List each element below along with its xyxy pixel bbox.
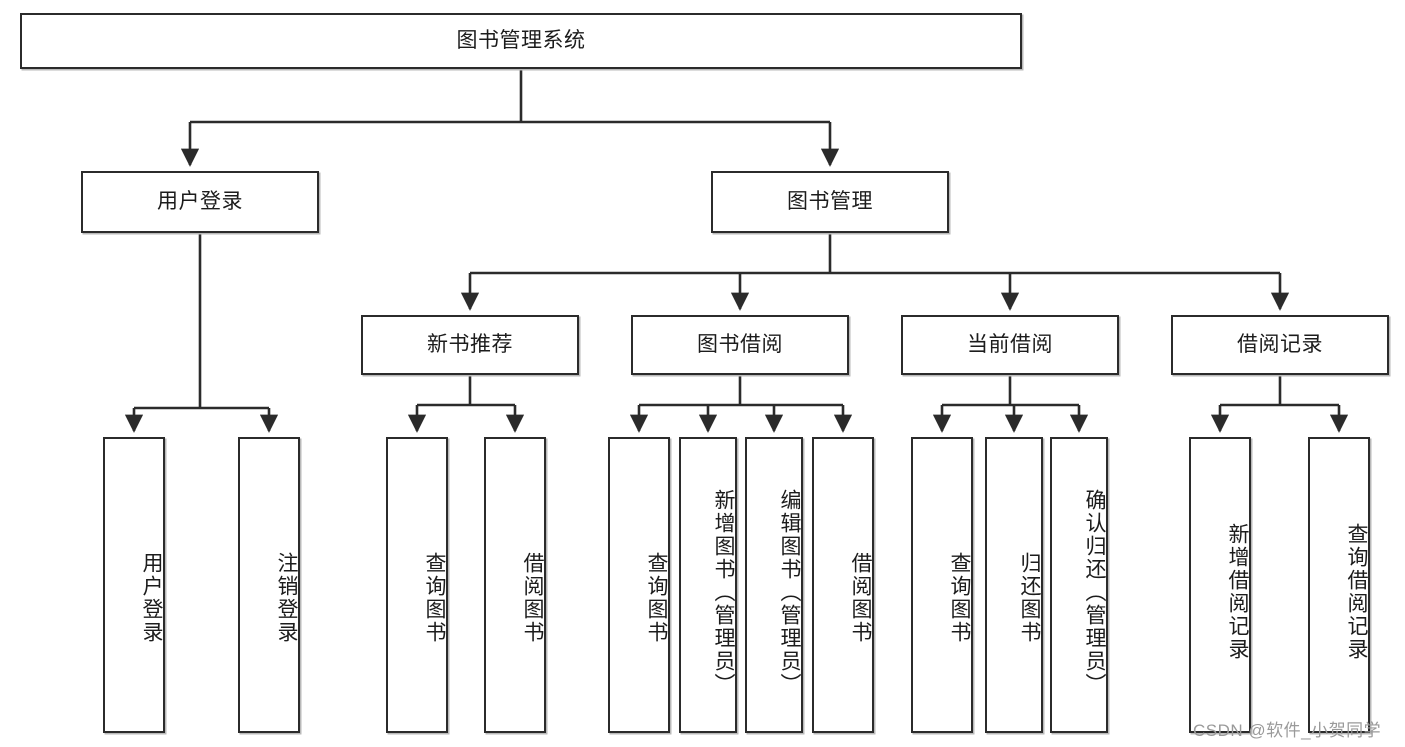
node-new-book-recommend[interactable]: 新书推荐 (361, 315, 579, 375)
leaf-node[interactable]: 新增借阅记录 (1189, 437, 1251, 733)
node-borrow-records[interactable]: 借阅记录 (1171, 315, 1389, 375)
leaf-node[interactable]: 归还图书 (985, 437, 1043, 733)
leaf-node[interactable]: 借阅图书 (812, 437, 874, 733)
leaf-node[interactable]: 新增图书（管理员） (679, 437, 737, 733)
node-current-borrow[interactable]: 当前借阅 (901, 315, 1119, 375)
leaf-node[interactable]: 用户登录 (103, 437, 165, 733)
leaf-node[interactable]: 查询图书 (386, 437, 448, 733)
leaf-node[interactable]: 确认归还（管理员） (1050, 437, 1108, 733)
node-root-system[interactable]: 图书管理系统 (20, 13, 1022, 69)
node-user-login[interactable]: 用户登录 (81, 171, 319, 233)
leaf-node[interactable]: 注销登录 (238, 437, 300, 733)
node-book-management[interactable]: 图书管理 (711, 171, 949, 233)
leaf-node[interactable]: 编辑图书（管理员） (745, 437, 803, 733)
leaf-node[interactable]: 查询图书 (608, 437, 670, 733)
csdn-watermark: CSDN @软件_小贺同学 (1193, 721, 1382, 740)
leaf-node[interactable]: 查询借阅记录 (1308, 437, 1370, 733)
leaf-node[interactable]: 查询图书 (911, 437, 973, 733)
leaf-node[interactable]: 借阅图书 (484, 437, 546, 733)
node-book-borrow[interactable]: 图书借阅 (631, 315, 849, 375)
